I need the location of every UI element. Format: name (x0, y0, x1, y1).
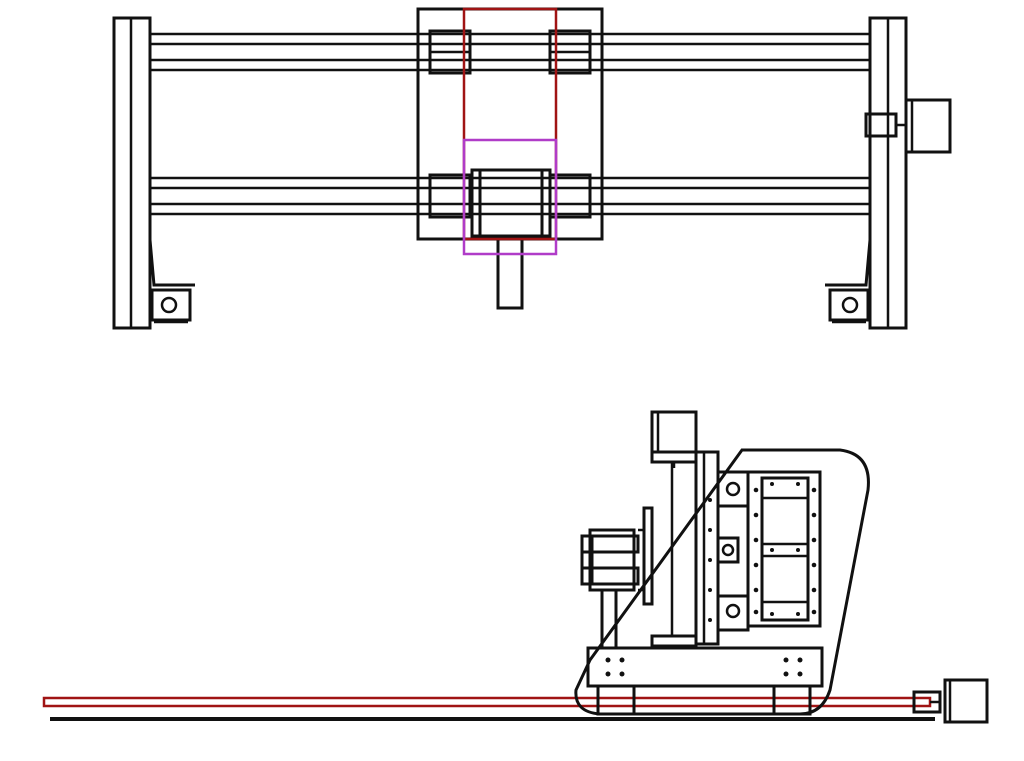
carriage-highlight-outline (462, 138, 558, 256)
lower-rail-pair (150, 176, 870, 216)
vertical-column (650, 450, 720, 648)
base-rails (42, 696, 940, 721)
side-view (42, 410, 989, 724)
side-carriage-plate (708, 470, 750, 632)
gantry-side-rails (746, 470, 822, 628)
right-end-plate (868, 16, 908, 330)
y-stepper-motor-icon (912, 678, 989, 724)
x-stepper-motor-icon (864, 98, 952, 154)
gantry-highlight-outline (462, 7, 558, 241)
right-foot-bracket (825, 239, 872, 324)
spindle-carriage (470, 168, 552, 310)
top-view (112, 7, 952, 330)
left-foot-bracket (148, 239, 195, 324)
z-stepper-motor-icon (650, 410, 698, 468)
base-block (586, 646, 824, 716)
upper-rail-pair (150, 32, 870, 72)
left-end-plate (112, 16, 152, 330)
side-frame-outline (574, 448, 870, 716)
side-spindle-mount (580, 506, 654, 650)
